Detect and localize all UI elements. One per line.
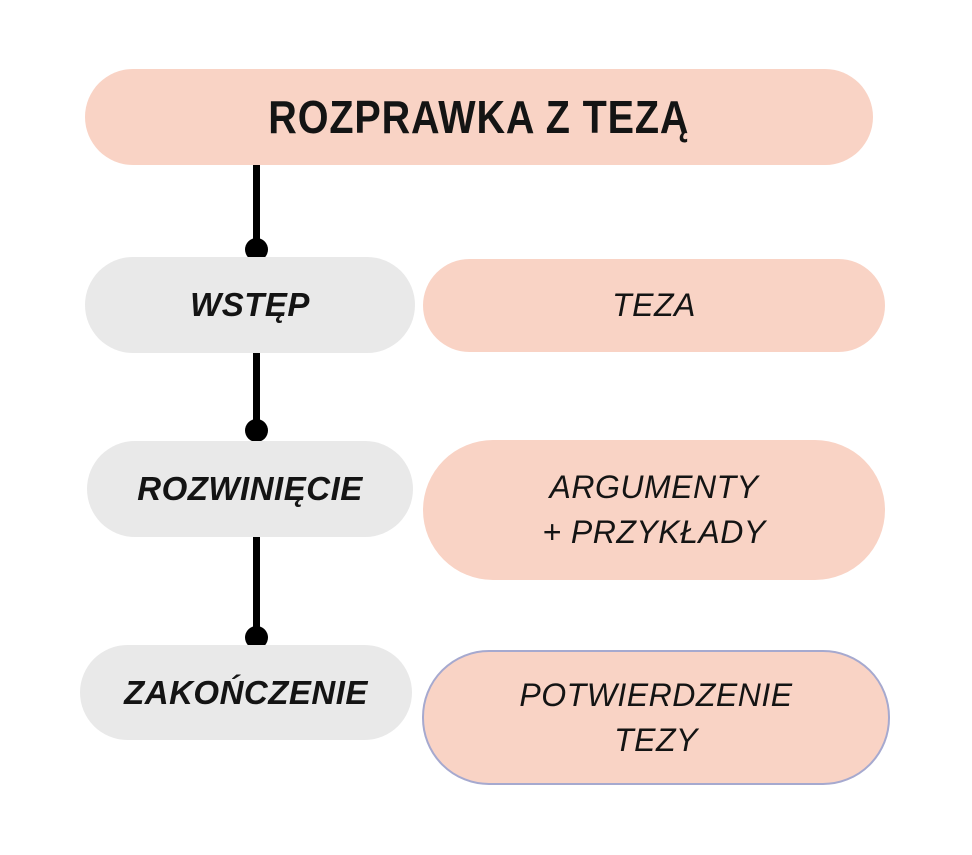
detail-node-argumenty: ARGUMENTY + PRZYKŁADY	[423, 440, 885, 580]
title-node: ROZPRAWKA Z TEZĄ	[85, 69, 873, 165]
stage-label: ZAKOŃCZENIE	[124, 673, 368, 711]
detail-label: ARGUMENTY + PRZYKŁADY	[542, 469, 766, 550]
connector-dot-rozwiniecie	[245, 419, 268, 442]
detail-label: POTWIERDZENIE TEZY	[519, 676, 793, 758]
stage-node-wstep: WSTĘP	[85, 257, 415, 353]
detail-node-teza: TEZA	[423, 259, 885, 352]
stage-label: WSTĘP	[190, 286, 310, 323]
connector-line-rozwiniecie-to-zakonczenie	[253, 537, 260, 629]
diagram-title: ROZPRAWKA Z TEZĄ	[268, 91, 690, 143]
stage-node-zakonczenie: ZAKOŃCZENIE	[80, 645, 412, 740]
stage-node-rozwiniecie: ROZWINIĘCIE	[87, 441, 413, 537]
connector-dot-zakonczenie	[245, 626, 268, 649]
stage-label: ROZWINIĘCIE	[137, 470, 363, 507]
detail-label: TEZA	[612, 287, 696, 324]
detail-node-potwierdzenie-tezy: POTWIERDZENIE TEZY	[422, 650, 890, 785]
connector-line-wstep-to-rozwiniecie	[253, 353, 260, 421]
connector-line-title-to-wstep	[253, 165, 260, 241]
connector-dot-wstep	[245, 238, 268, 261]
